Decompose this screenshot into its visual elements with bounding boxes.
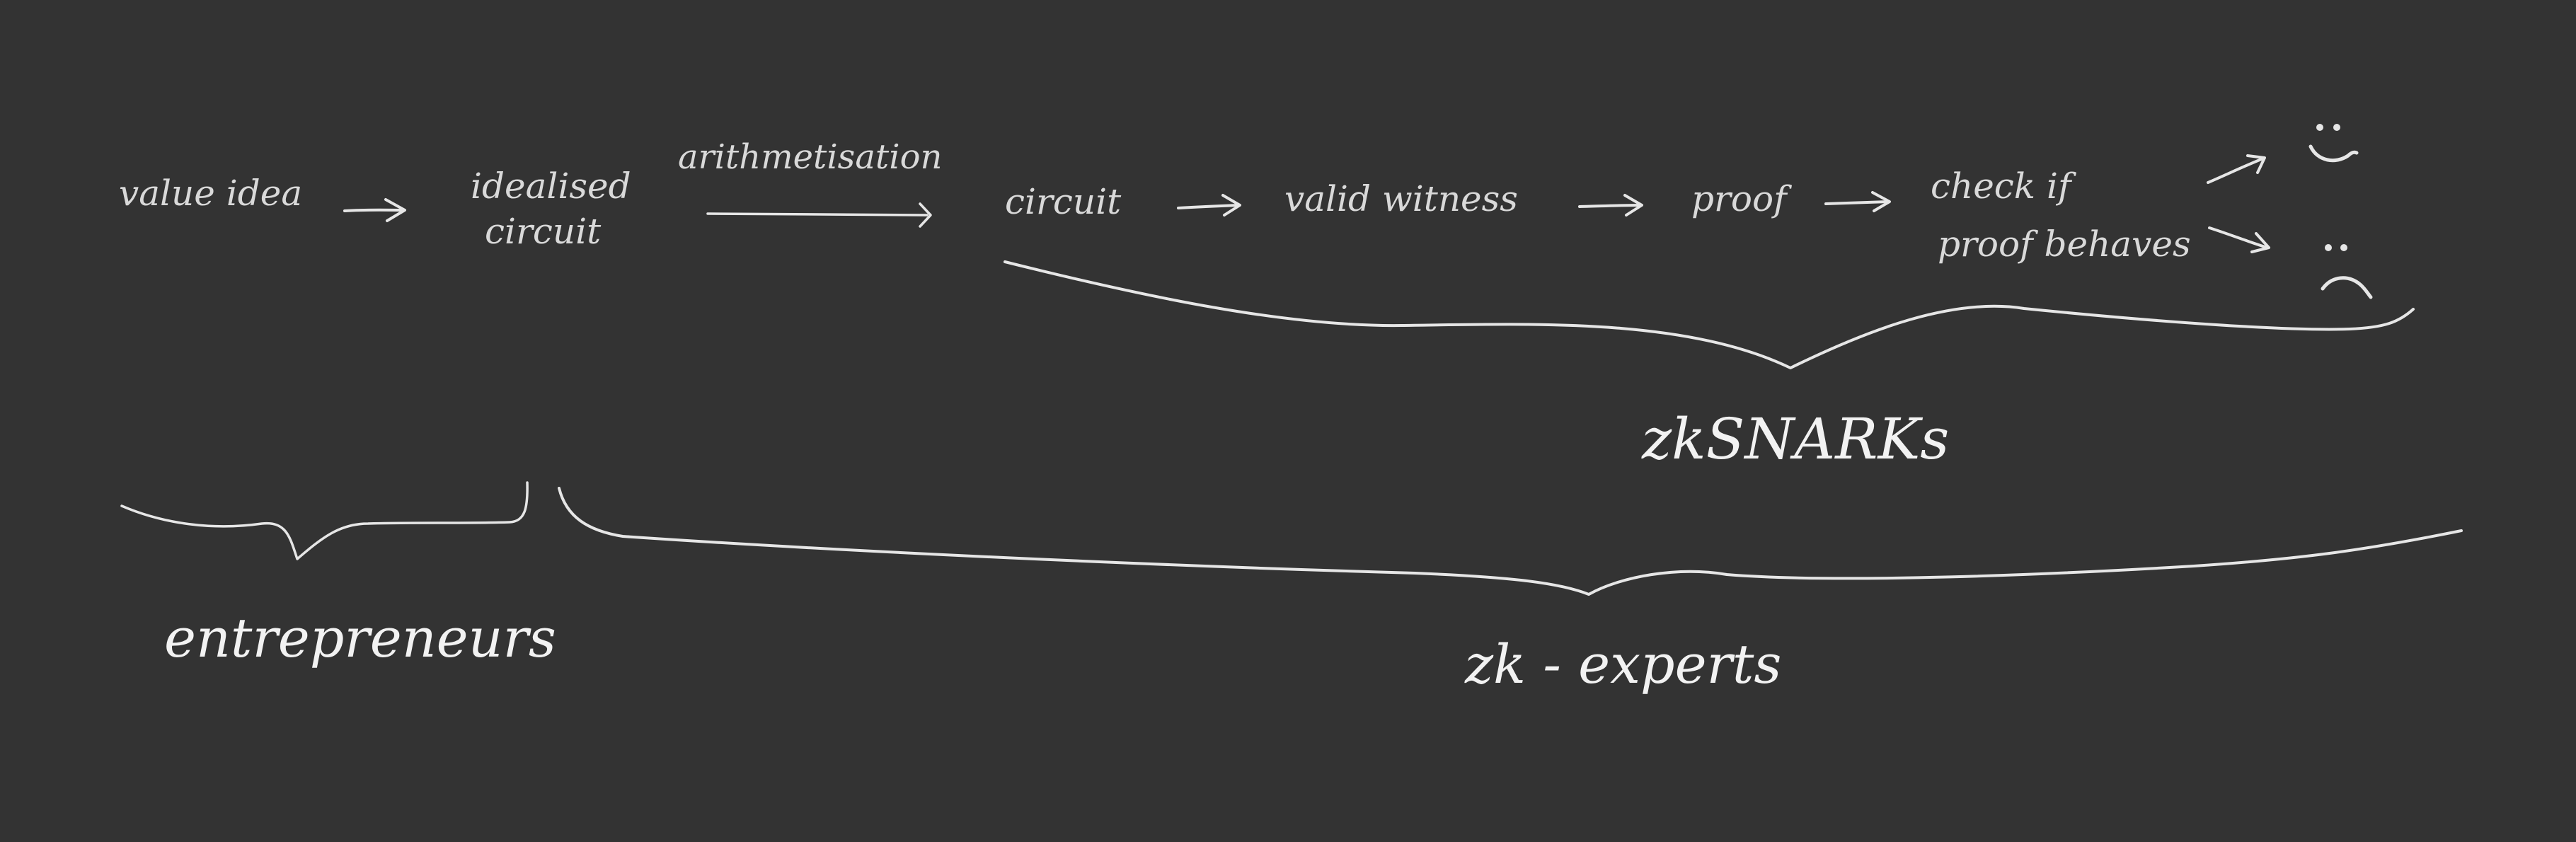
arrow-circuit-to-witness xyxy=(1177,194,1241,217)
group-zk-experts: zk - experts xyxy=(1464,633,1781,696)
group-zksnarks: zkSNARKs xyxy=(1641,406,1949,472)
label-arithmetisation: arithmetisation xyxy=(678,137,942,177)
label-idealised: idealised xyxy=(471,166,631,207)
sad-face-icon xyxy=(2321,244,2373,299)
entrepreneurs-brace xyxy=(120,481,529,560)
arrow-to-happy xyxy=(2207,154,2266,184)
label-circuit: circuit xyxy=(1005,181,1122,222)
label-valid-witness: valid witness xyxy=(1284,178,1518,219)
arrow-arithmetisation xyxy=(706,202,932,228)
label-proof: proof xyxy=(1691,178,1792,219)
group-entrepreneurs: entrepreneurs xyxy=(164,606,556,669)
zk-experts-brace xyxy=(558,487,2463,596)
arrow-value-to-idealised xyxy=(343,198,406,222)
arrow-to-sad xyxy=(2208,226,2270,253)
zksnarks-brace xyxy=(1004,260,2415,369)
arrow-proof-to-check xyxy=(1824,191,1891,212)
label-check-if: check if xyxy=(1931,166,2076,207)
label-value-idea: value idea xyxy=(119,173,302,214)
happy-face-icon xyxy=(2308,124,2359,163)
label-proof-behaves: proof behaves xyxy=(1938,224,2191,265)
arrow-witness-to-proof xyxy=(1578,194,1643,217)
label-idealised-circuit: circuit xyxy=(485,211,602,252)
